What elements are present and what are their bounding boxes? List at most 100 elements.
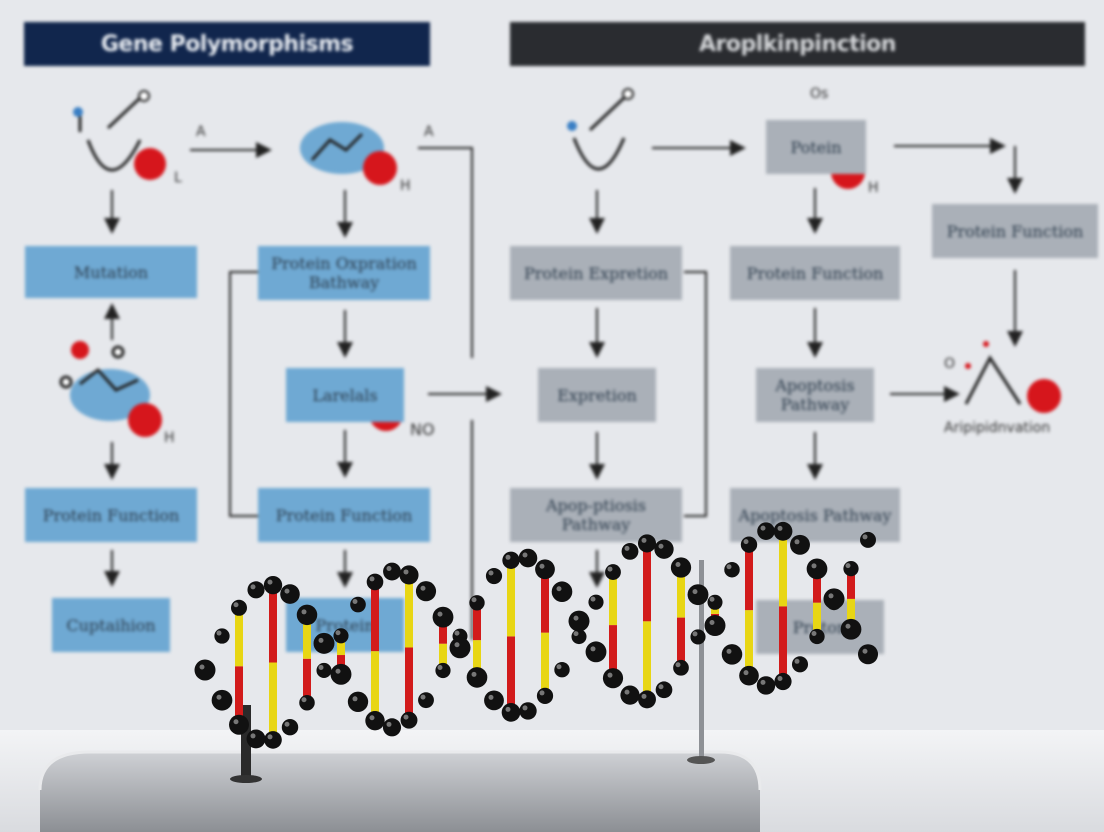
bead-highlight [862,648,868,654]
gene-polymorphisms-header: Gene Polymorphisms [24,22,430,66]
label-h-3: H [868,180,879,196]
backbone-bead [554,662,570,678]
bead-highlight [607,672,613,678]
bead-highlight [318,664,324,670]
backbone-bead [347,691,369,712]
backbone-bead [843,561,859,577]
potein-box: Potein [766,120,866,174]
backbone-bead [316,662,332,678]
molecule-icon-right-top [572,88,634,171]
bead-highlight [301,697,307,703]
bead-highlight [828,593,834,599]
backbone-bead [687,584,709,606]
backbone-bead [620,685,640,705]
bead-highlight [488,694,494,700]
label-a-1: A [196,124,206,140]
bead-highlight [284,721,290,727]
backbone-bead [449,637,471,659]
bead-highlight [386,566,392,572]
label-o: O [944,356,956,372]
backbone-bead [773,521,793,541]
backbone-bead [313,632,335,654]
backbone-bead [739,665,759,686]
backbone-bead [299,694,315,711]
bead-highlight [556,586,562,592]
backbone-bead [484,690,504,711]
backbone-bead [585,641,607,663]
mutation-box: Mutation [25,246,197,298]
right-panel-header: Aroplkinpinction [510,22,1085,66]
protein-expression-pathway-box: Protein Oxpration Bathway [258,246,430,300]
backbone-bead [518,548,538,568]
bead-highlight [301,609,307,615]
bead-highlight [794,658,800,664]
bead-highlight [556,664,562,670]
backbone-bead [707,594,723,610]
backbone-bead [670,557,692,578]
backbone-bead [790,534,810,555]
bead-highlight [862,534,868,540]
bead-highlight [437,611,443,617]
bead-highlight [658,543,664,549]
backbone-bead [774,672,792,691]
bead-highlight [709,620,715,626]
backbone-bead [246,729,266,749]
bead-highlight [573,631,579,637]
bead-highlight [284,588,290,594]
backbone-bead [860,531,876,548]
bead-highlight [488,570,494,576]
bead-highlight [709,596,715,602]
bead-highlight [692,589,698,595]
backbone-bead [704,615,726,637]
cupation-box: Cuptaihion [52,598,170,652]
backbone-bead [654,539,674,559]
backbone-bead [637,534,657,553]
label-l: L [174,170,182,186]
bead-highlight [403,569,409,575]
backbone-bead [840,618,862,640]
apoptosis-pathway-box-col3: Apop-ptiosis Pathway [510,488,682,542]
molecule-icon-left-top [78,90,150,172]
bead-highlight [760,525,766,531]
backbone-bead [501,703,521,722]
backbone-bead [230,599,248,616]
bead-highlight [539,690,545,696]
backbone-bead [857,644,879,665]
backbone-bead [740,536,758,553]
backbone-bead [519,702,537,720]
bead-highlight [624,545,630,551]
backbone-bead [823,588,845,610]
backbone-bead [485,567,503,585]
larelals-box: Larelals [286,368,404,422]
backbone-bead [724,561,740,578]
backbone-bead [791,656,809,673]
bead-highlight [590,596,596,602]
bead-highlight [743,670,749,676]
backbone-bead [535,559,555,580]
backbone-bead [502,551,520,569]
apoptosis-pathway-box-col4-mid: Apoptosis Pathway [756,368,874,422]
bead-highlight [811,631,817,637]
backbone-bead [721,644,743,665]
backbone-bead [757,522,775,540]
bead-highlight [624,689,630,695]
bead-highlight [420,585,426,591]
bead-highlight [199,664,205,670]
backbone-bead [466,667,488,688]
poster-background: Gene Polymorphisms Aroplkinpinction [24,22,1098,654]
bead-highlight [267,579,273,585]
bead-highlight [777,525,783,531]
bead-highlight [318,637,324,643]
protein-expretion-box: Protein Expretion [510,246,682,300]
bead-highlight [641,693,647,699]
backbone-bead [690,629,706,645]
backbone-bead [382,718,402,737]
bead-highlight [726,648,732,654]
backbone-bead [280,584,300,604]
bead-highlight [335,630,341,636]
output-label: Aripipidnvation [944,420,1051,436]
backbone-bead [536,687,554,705]
bead-highlight [845,623,851,629]
